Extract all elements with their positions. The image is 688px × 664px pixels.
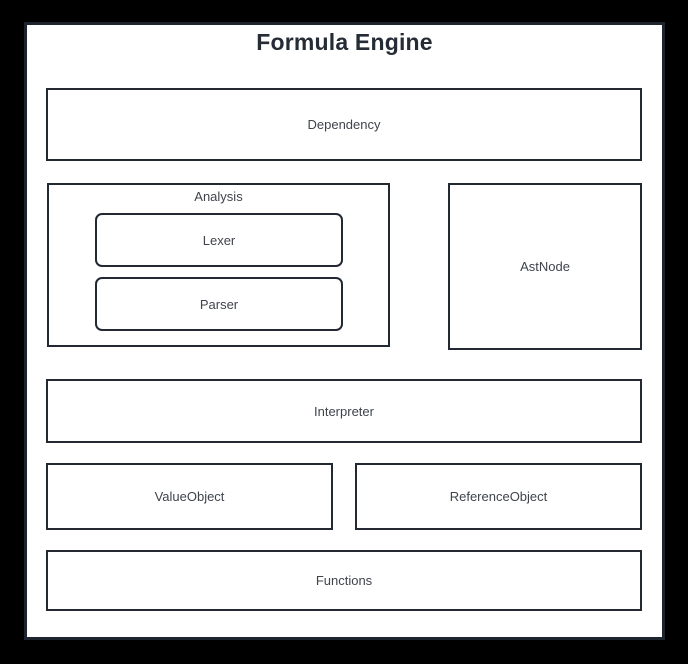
- node-label-parser: Parser: [199, 296, 239, 312]
- node-label-referenceobject: ReferenceObject: [449, 489, 548, 504]
- diagram-node-valueobject: ValueObject: [46, 463, 333, 530]
- diagram-node-astnode: AstNode: [448, 183, 642, 350]
- node-label-functions: Functions: [315, 573, 373, 588]
- node-label-dependency: Dependency: [307, 117, 381, 132]
- diagram-node-dependency: Dependency: [46, 88, 642, 161]
- node-label-analysis: Analysis: [194, 189, 243, 204]
- diagram-node-parser: Parser: [95, 277, 343, 331]
- node-label-interpreter: Interpreter: [314, 403, 374, 419]
- diagram-node-lexer: Lexer: [95, 213, 343, 267]
- node-label-lexer: Lexer: [202, 232, 236, 248]
- diagram-node-referenceobject: ReferenceObject: [355, 463, 642, 530]
- diagram-node-interpreter: Interpreter: [46, 379, 642, 443]
- diagram-node-analysis: Analysis Lexer Parser: [47, 183, 390, 347]
- diagram-title: Formula Engine: [256, 29, 433, 55]
- node-label-astnode: AstNode: [520, 259, 570, 274]
- node-label-valueobject: ValueObject: [154, 489, 225, 504]
- diagram-card: Formula Engine Dependency Analysis Lexer…: [24, 22, 665, 640]
- diagram-node-functions: Functions: [46, 550, 642, 611]
